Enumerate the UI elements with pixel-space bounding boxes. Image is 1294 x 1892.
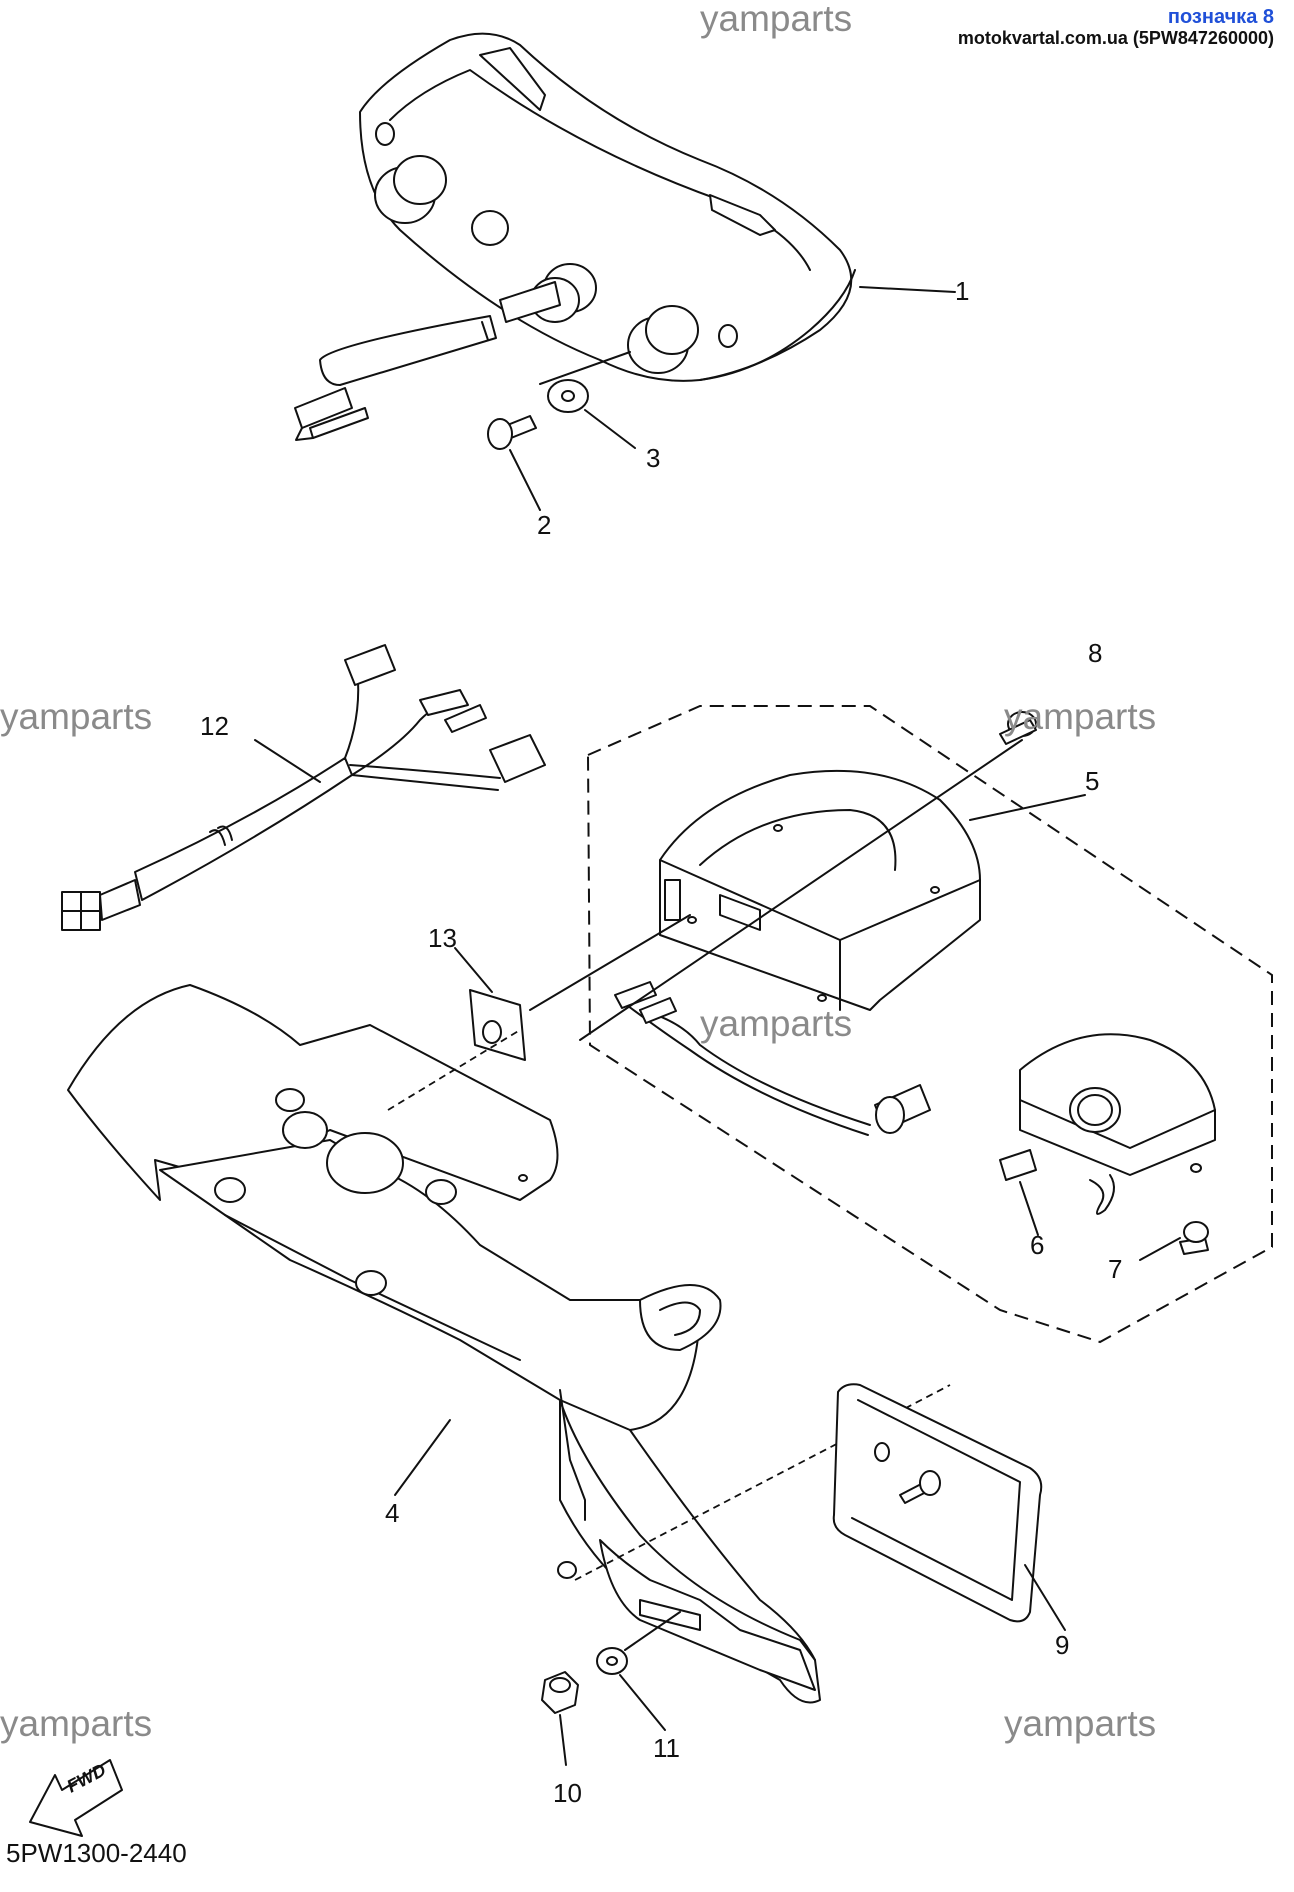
watermark-right: yamparts bbox=[1004, 696, 1157, 737]
callout-12: 12 bbox=[200, 711, 229, 741]
reflector-drawing bbox=[832, 1383, 1066, 1631]
diagram-id: 5PW1300-2440 bbox=[6, 1838, 187, 1868]
callout-13: 13 bbox=[428, 923, 457, 953]
watermark-center: yamparts bbox=[700, 1003, 853, 1044]
watermark-left: yamparts bbox=[0, 696, 153, 737]
callout-4: 4 bbox=[385, 1498, 400, 1528]
header-label: позначка 8 bbox=[1167, 6, 1274, 28]
rear-fender-drawing bbox=[67, 984, 951, 1704]
callout-11: 11 bbox=[653, 1733, 680, 1763]
nut-washer-drawing bbox=[541, 1611, 681, 1766]
callout-2: 2 bbox=[537, 510, 552, 540]
fwd-arrow bbox=[29, 1759, 123, 1837]
callout-10: 10 bbox=[553, 1778, 582, 1808]
clip-nut-drawing bbox=[454, 914, 691, 1061]
screw-washer-drawing bbox=[487, 379, 636, 511]
callout-3: 3 bbox=[646, 443, 661, 473]
callout-1: 1 bbox=[955, 276, 970, 306]
callout-6: 6 bbox=[1030, 1230, 1045, 1260]
callout-9: 9 bbox=[1055, 1630, 1070, 1660]
callout-7: 7 bbox=[1108, 1254, 1123, 1284]
license-light-assembly-drawing bbox=[579, 705, 1273, 1344]
watermark-bottom-left: yamparts bbox=[0, 1703, 153, 1744]
wire-harness-drawing bbox=[61, 644, 546, 931]
callout-8: 8 bbox=[1088, 638, 1103, 668]
callout-5: 5 bbox=[1085, 766, 1100, 796]
watermark-top: yamparts bbox=[700, 0, 853, 39]
header-source: motokvartal.com.ua (5PW847260000) bbox=[957, 28, 1274, 48]
watermark-bottom-right: yamparts bbox=[1004, 1703, 1157, 1744]
tail-light-unit-drawing bbox=[294, 32, 956, 441]
